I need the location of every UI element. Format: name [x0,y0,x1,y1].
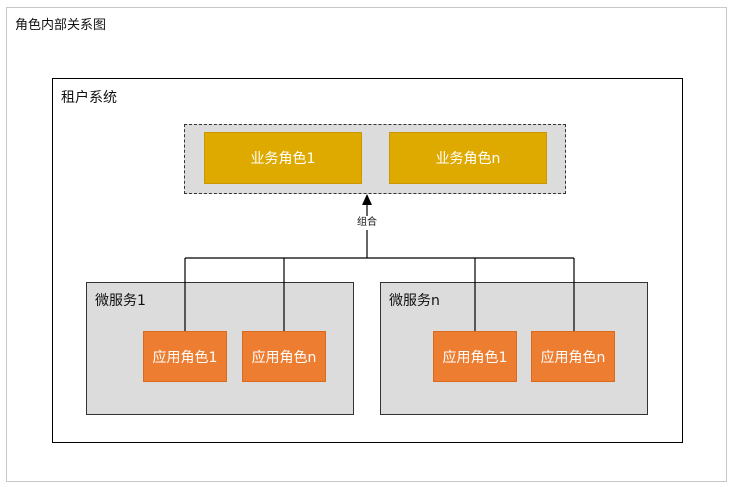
diagram-title: 角色内部关系图 [15,18,107,33]
microservice-n-title: 微服务n [389,293,440,309]
microservice-1-title: 微服务1 [95,293,146,309]
composition-edge-label: 组合 [352,216,382,230]
business-role-1: 业务角色1 [204,132,362,184]
business-role-n: 业务角色n [389,132,547,184]
svc1-app-role-n: 应用角色n [242,331,326,382]
svcn-app-role-n: 应用角色n [531,331,615,382]
tenant-system-title: 租户系统 [61,90,117,106]
svcn-app-role-1: 应用角色1 [433,331,517,382]
composition-arrowhead-icon [362,194,372,205]
svc1-app-role-1: 应用角色1 [143,331,227,382]
